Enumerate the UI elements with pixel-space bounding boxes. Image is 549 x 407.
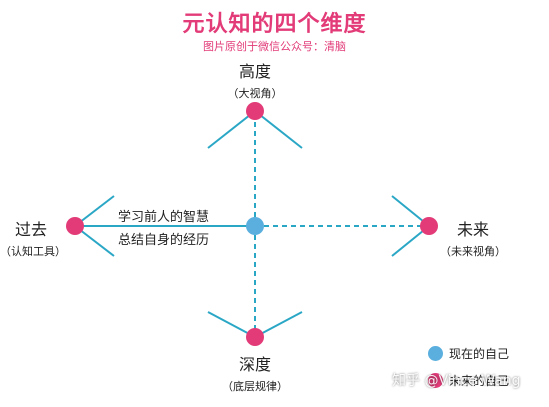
node-top-label-group: 高度 （大视角） (205, 58, 305, 101)
node-bottom-sublabel: （底层规律） (222, 380, 288, 393)
node-right-dot (420, 217, 438, 235)
past-note-line1: 学习前人的智慧 (118, 210, 210, 225)
node-left-sublabel: （认知工具） (0, 245, 66, 258)
node-bottom-dot (246, 328, 264, 346)
node-bottom-label: 深度 (238, 355, 271, 374)
node-left-label-group: 过去 （认知工具） (0, 216, 66, 259)
node-right-label-group: 未来 （未来视角） (428, 216, 518, 259)
node-top-dot (246, 102, 264, 120)
node-right-label: 未来 (456, 220, 489, 239)
legend-blue-dot (428, 346, 443, 361)
legend-current-self-label: 现在的自己 (449, 347, 510, 361)
legend-future-self: 未来的自己 (428, 372, 509, 389)
legend-future-self-label: 未来的自己 (449, 374, 510, 388)
node-right-sublabel: （未来视角） (440, 245, 506, 258)
node-center-dot (246, 217, 264, 235)
legend-pink-dot (428, 373, 443, 388)
node-left-dot (66, 217, 84, 235)
node-bottom-label-group: 深度 （底层规律） (205, 351, 305, 394)
diagram-title: 元认知的四个维度 (182, 12, 367, 37)
node-left-label: 过去 (14, 220, 47, 239)
diagram-subtitle: 图片原创于微信公众号：清脑 (203, 40, 346, 53)
node-top-label: 高度 (238, 62, 271, 81)
watermark: 知乎 @Vince Wang (392, 373, 521, 389)
legend-current-self: 现在的自己 (428, 345, 509, 362)
node-top-sublabel: （大视角） (227, 87, 283, 100)
past-note-line2: 总结自身的经历 (118, 233, 210, 248)
